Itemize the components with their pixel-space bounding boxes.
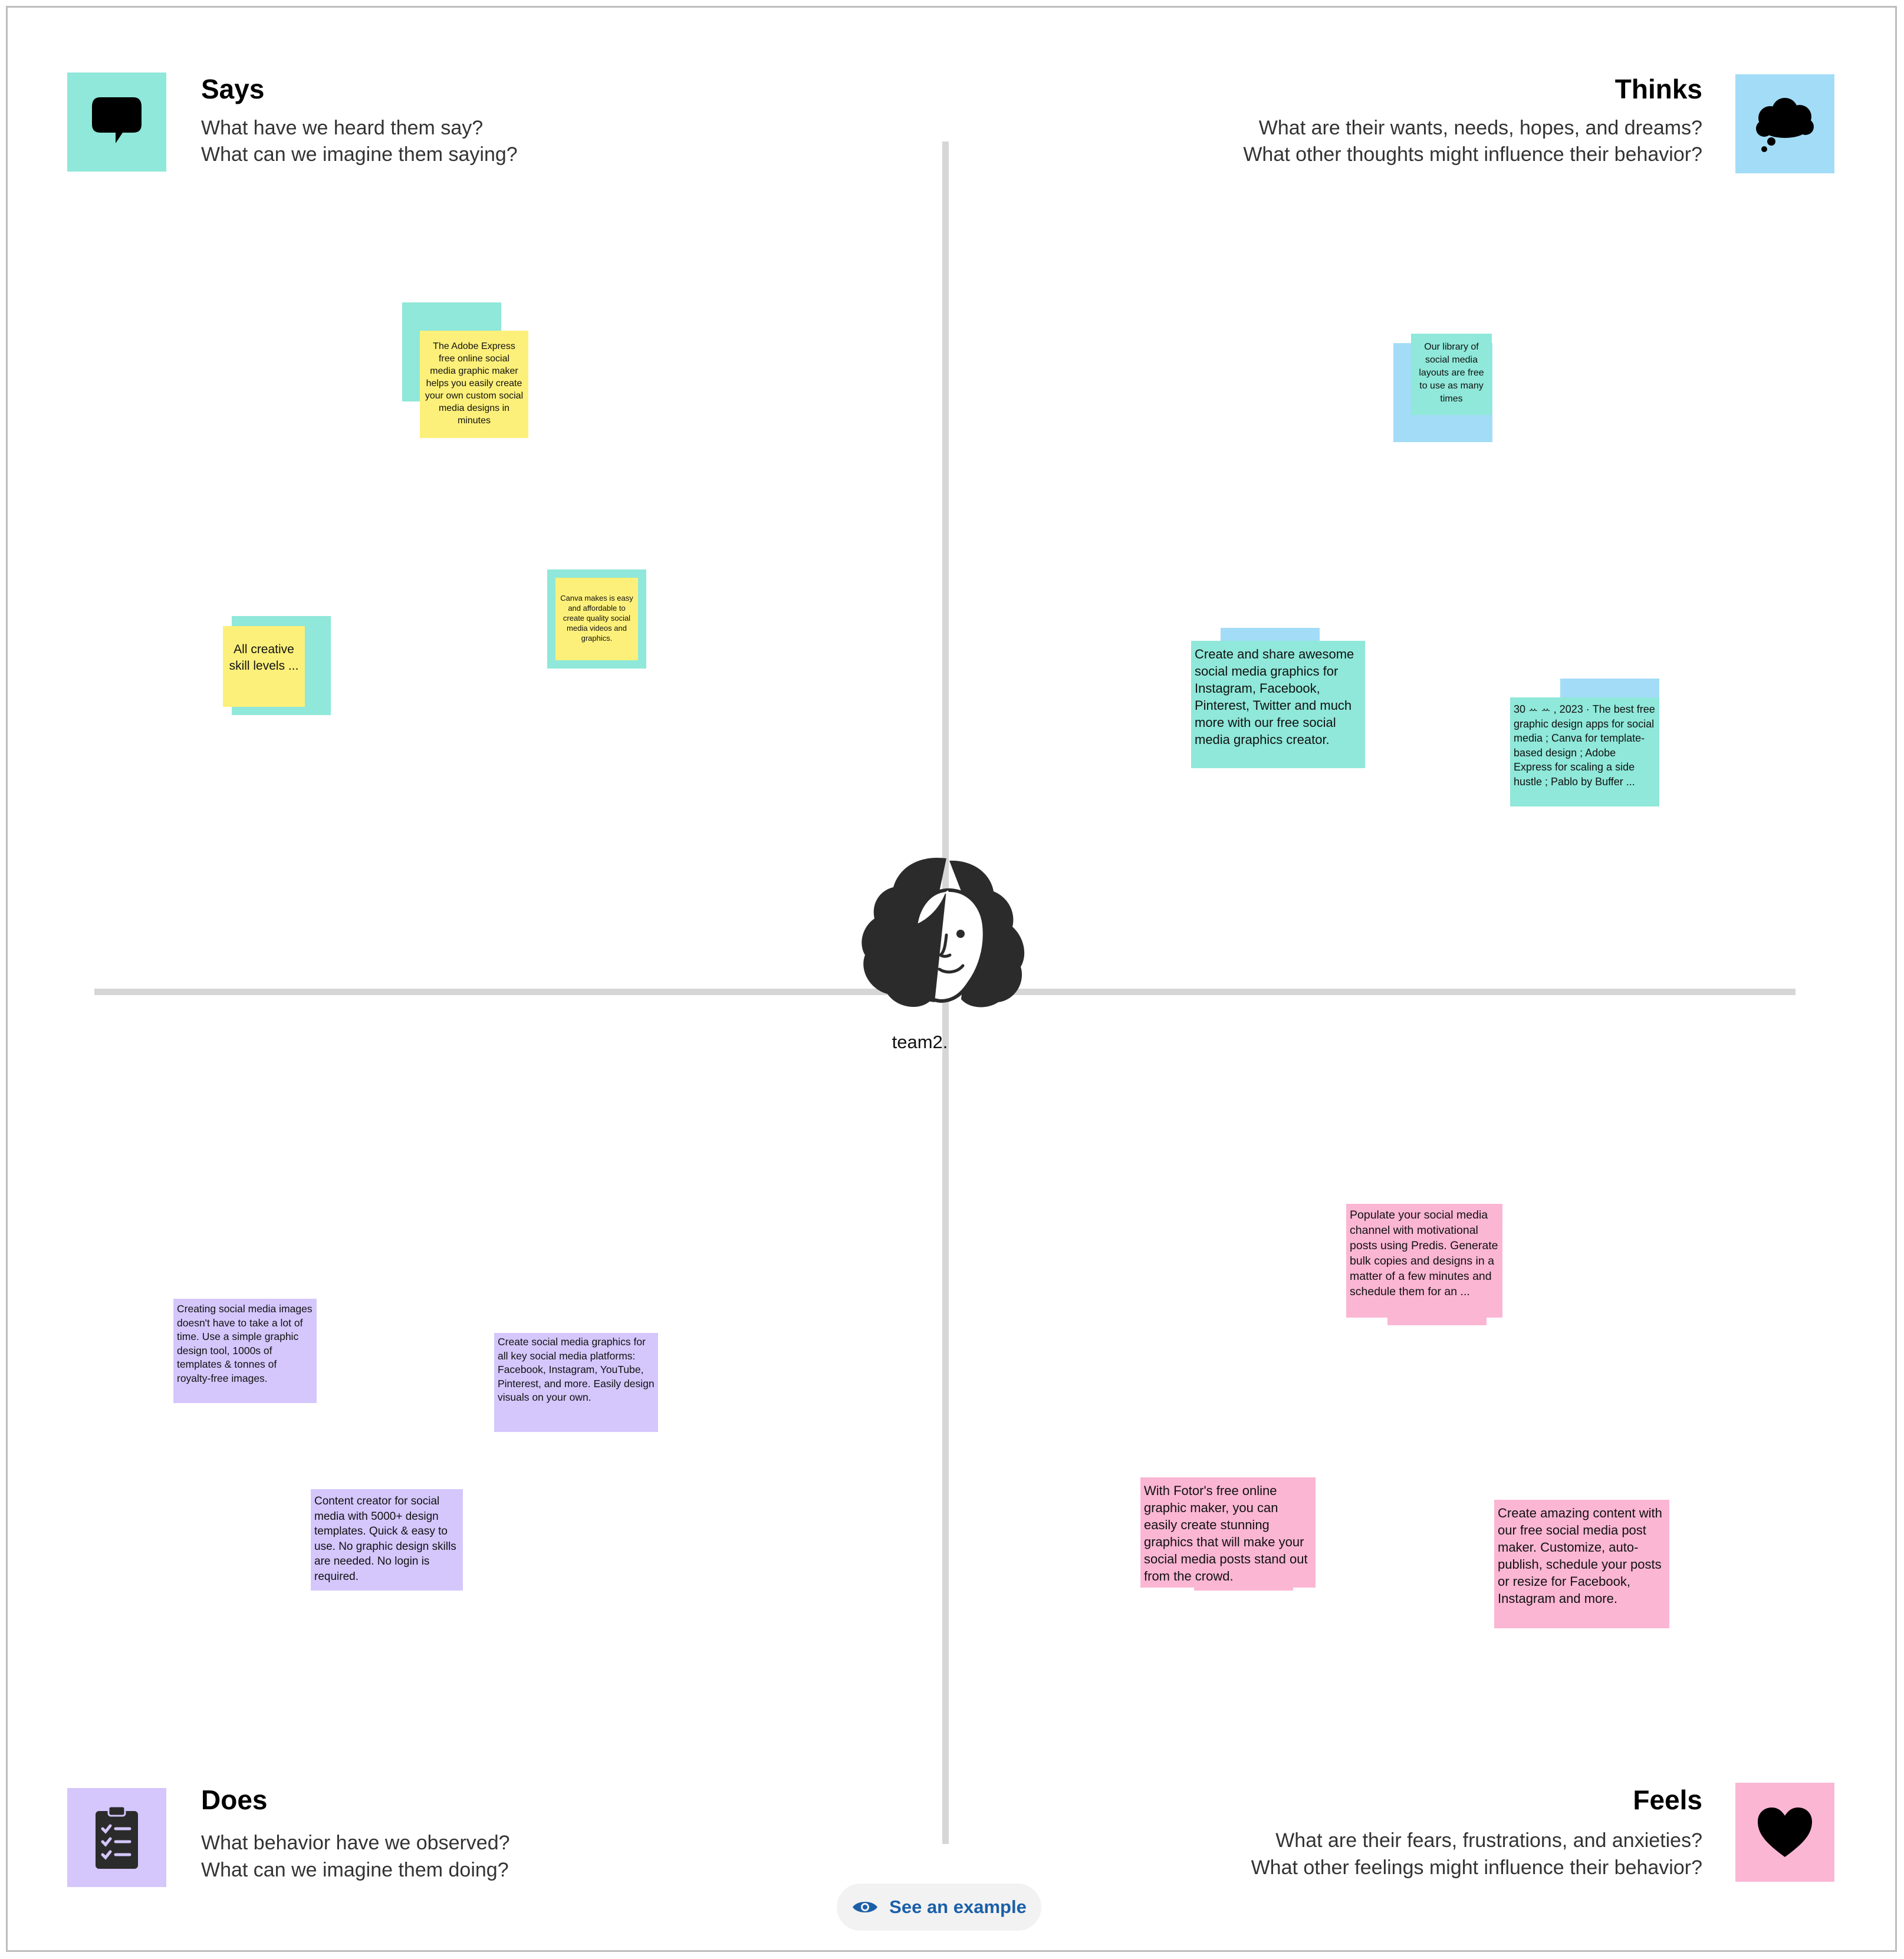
sticky-note[interactable]: Create amazing content with our free soc…: [1494, 1500, 1669, 1628]
sticky-note[interactable]: Create and share awesome social media gr…: [1191, 641, 1365, 768]
see-example-button[interactable]: See an example: [837, 1884, 1041, 1931]
persona-name[interactable]: team2.: [892, 1032, 948, 1052]
clipboard-checklist-icon: [96, 1805, 138, 1869]
sticky-note-text: The Adobe Express free online social med…: [425, 341, 524, 426]
sticky-note-text: Create and share awesome social media gr…: [1195, 647, 1354, 747]
sticky-note-text: Canva makes is easy and affordable to cr…: [560, 594, 633, 643]
does-question-1: What behavior have we observed?: [201, 1832, 510, 1854]
thought-cloud-icon: [1756, 98, 1814, 152]
see-example-label: See an example: [889, 1897, 1027, 1917]
feels-title: Feels: [1633, 1784, 1702, 1815]
says-question-1: What have we heard them say?: [201, 117, 484, 139]
thinks-question-1: What are their wants, needs, hopes, and …: [1258, 117, 1702, 139]
sticky-note[interactable]: 30 ꕀ ꕀ , 2023 · The best free graphic de…: [1510, 697, 1659, 806]
sticky-note-text: Our library of social media layouts are …: [1419, 342, 1484, 404]
thinks-title: Thinks: [1614, 74, 1702, 104]
says-title: Says: [201, 74, 265, 104]
does-title: Does: [201, 1784, 268, 1815]
does-question-2: What can we imagine them doing?: [201, 1859, 509, 1881]
sticky-note[interactable]: Canva makes is easy and affordable to cr…: [555, 578, 638, 660]
thinks-question-2: What other thoughts might influence thei…: [1243, 143, 1702, 166]
sticky-note-text: All creative skill levels ...: [229, 643, 299, 673]
says-question-2: What can we imagine them saying?: [201, 143, 518, 166]
sticky-note[interactable]: With Fotor's free online graphic maker, …: [1140, 1477, 1316, 1588]
sticky-note-text: Create amazing content with our free soc…: [1498, 1506, 1662, 1606]
sticky-note[interactable]: Creating social media images doesn't hav…: [173, 1299, 317, 1403]
does-icon-tile: [67, 1788, 166, 1887]
sticky-note[interactable]: Content creator for social media with 50…: [311, 1489, 463, 1591]
persona-avatar[interactable]: [858, 855, 1035, 1011]
feels-question-2: What other feelings might influence thei…: [1251, 1856, 1702, 1879]
sticky-note[interactable]: The Adobe Express free online social med…: [420, 331, 528, 438]
sticky-note-text: With Fotor's free online graphic maker, …: [1144, 1483, 1308, 1583]
canvas-frame: [6, 6, 1897, 1952]
sticky-note[interactable]: All creative skill levels ...: [223, 626, 305, 707]
eye-icon: [853, 1902, 878, 1912]
sticky-note[interactable]: Create social media graphics for all key…: [494, 1333, 658, 1432]
says-icon-tile: [67, 73, 166, 172]
sticky-note-text: Content creator for social media with 50…: [314, 1495, 456, 1583]
sticky-note[interactable]: Populate your social media channel with …: [1346, 1204, 1502, 1318]
speech-bubble-icon: [92, 97, 142, 143]
sticky-note-text: Create social media graphics for all key…: [498, 1336, 655, 1403]
sticky-note-text: Creating social media images doesn't hav…: [177, 1303, 313, 1384]
feels-question-1: What are their fears, frustrations, and …: [1275, 1829, 1702, 1852]
sticky-note-text: Populate your social media channel with …: [1350, 1209, 1498, 1298]
sticky-note-text: 30 ꕀ ꕀ , 2023 · The best free graphic de…: [1514, 703, 1655, 788]
feels-icon-tile: [1735, 1783, 1834, 1882]
thinks-icon-tile: [1735, 74, 1834, 173]
sticky-note[interactable]: Our library of social media layouts are …: [1411, 334, 1492, 415]
heart-icon: [1758, 1807, 1812, 1857]
